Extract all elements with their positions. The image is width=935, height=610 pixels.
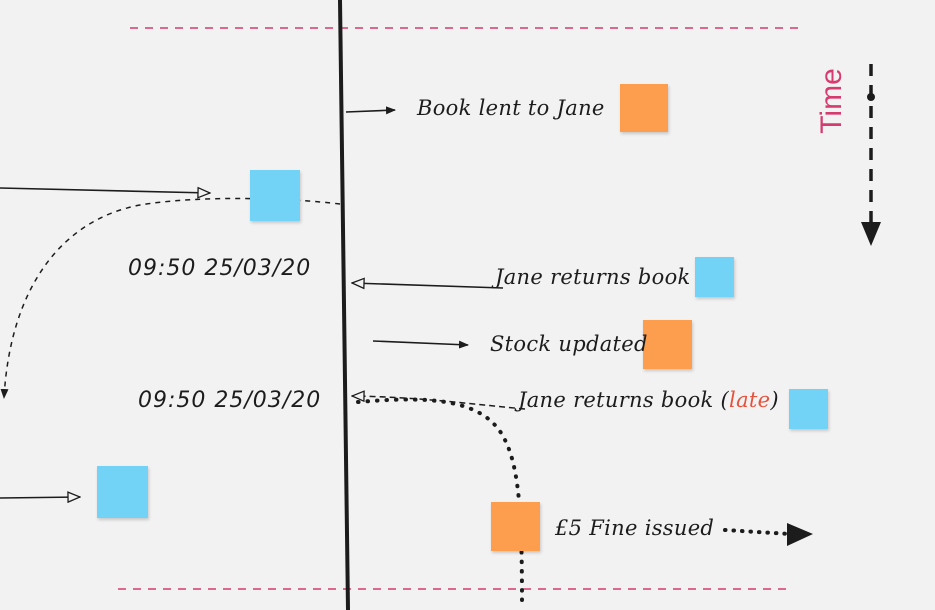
sticky-jane-returns[interactable] [695, 257, 734, 297]
sticky-stock-updated[interactable] [643, 320, 692, 369]
dotted-fine-connector [356, 397, 524, 610]
jane-returns-arrow [352, 283, 504, 288]
time-axis-arrowhead [861, 222, 881, 246]
stock-updated-arrow [372, 340, 469, 349]
event-jane-returns-late-suffix: ) [770, 388, 779, 412]
time-label-text: Time [815, 68, 848, 134]
event-jane-returns-late-prefix: Jane returns book ( [518, 388, 730, 412]
time-axis-start-dot [867, 93, 875, 101]
dashed-loop-connector [0, 197, 341, 399]
event-jane-returns: Jane returns book [495, 265, 691, 289]
timestamp-second: 09:50 25/03/20 [138, 388, 322, 413]
fine-issued-arrow [723, 528, 792, 536]
system-boundary-line [338, 0, 350, 610]
sticky-incoming-bottom[interactable] [97, 466, 148, 518]
sticky-book-lent[interactable] [620, 84, 668, 132]
sticky-fine-issued[interactable] [491, 502, 540, 551]
event-jane-returns-late: Jane returns book (late) [518, 388, 779, 412]
event-book-lent: Book lent to Jane [417, 96, 605, 120]
incoming-arrow-top [0, 188, 210, 193]
incoming-arrow-bottom [0, 497, 80, 498]
event-stock-updated: Stock updated [490, 332, 648, 356]
sticky-incoming-top[interactable] [250, 170, 300, 221]
book-lent-arrow [345, 106, 396, 115]
fine-issued-arrowhead [787, 523, 813, 546]
timestamp-first: 09:50 25/03/20 [128, 256, 312, 281]
time-label: Time [812, 56, 852, 146]
sticky-jane-returns-late[interactable] [789, 389, 828, 429]
late-tag: late [729, 388, 771, 412]
event-fine-issued: £5 Fine issued [555, 516, 715, 540]
